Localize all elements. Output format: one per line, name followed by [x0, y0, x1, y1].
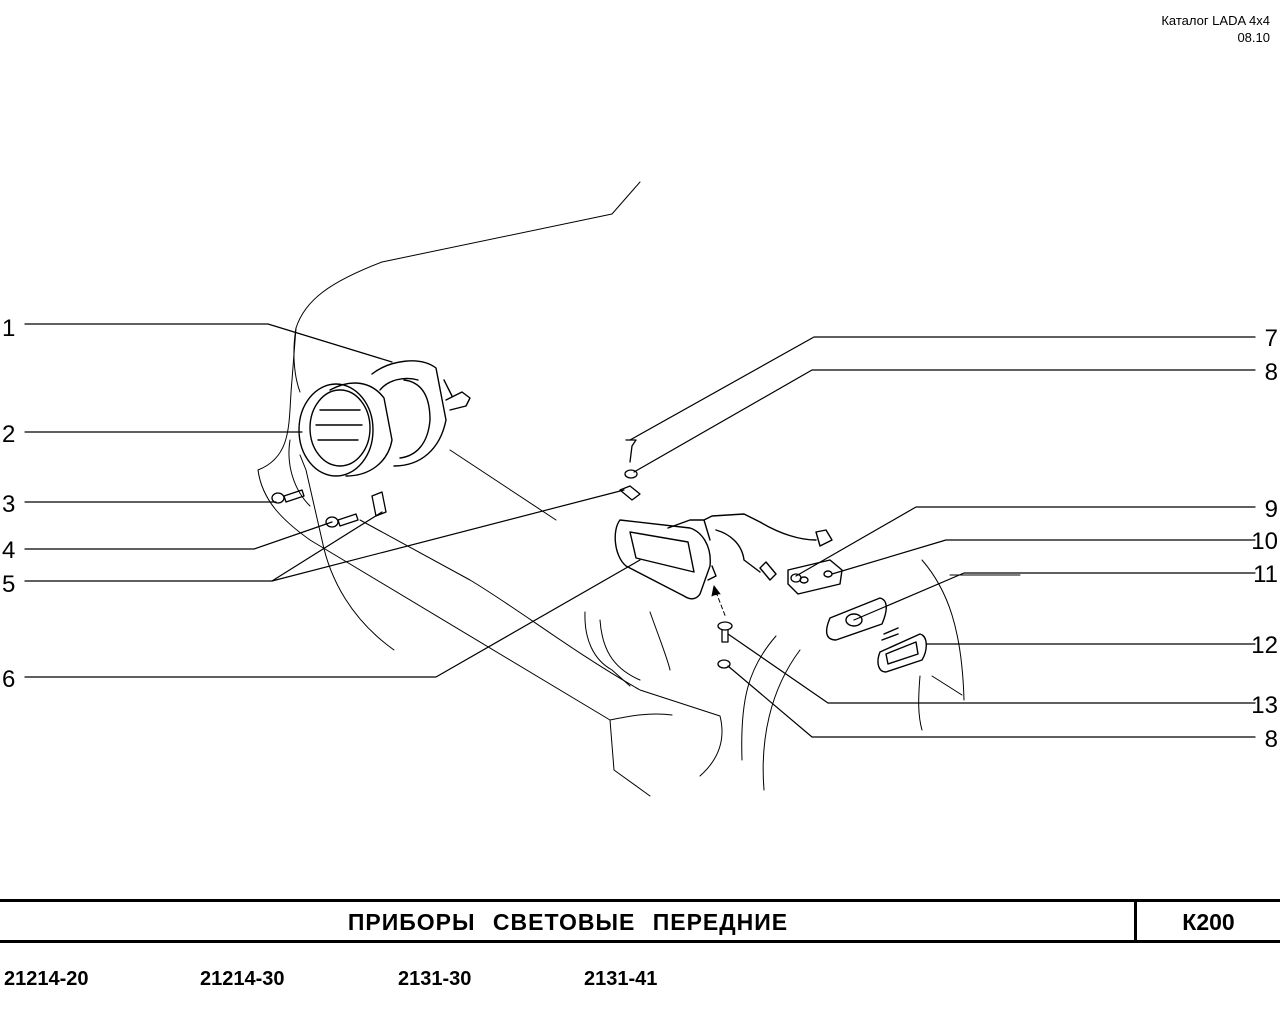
headlamp-assembly — [298, 360, 471, 477]
model-item: 2131-30 — [398, 968, 472, 990]
callout-12: 12 — [1251, 632, 1278, 659]
callout-13: 13 — [1251, 692, 1278, 719]
model-list: 21214-20 21214-30 2131-30 2131-41 — [0, 968, 1280, 998]
callout-5: 5 — [2, 571, 15, 598]
callout-10: 10 — [1251, 528, 1278, 555]
headlamp-fasteners — [271, 489, 387, 528]
catalog-header: Каталог LADA 4х4 08.10 — [1161, 12, 1270, 46]
callout-8: 8 — [1265, 359, 1278, 386]
catalog-date: 08.10 — [1237, 30, 1270, 45]
callout-1: 1 — [2, 315, 15, 342]
model-item: 21214-30 — [200, 968, 285, 990]
side-repeater-lamp — [787, 559, 927, 673]
title-divider — [1134, 902, 1137, 940]
leader-lines — [24, 323, 1256, 738]
callout-3: 3 — [2, 491, 15, 518]
section-code: К200 — [1182, 909, 1235, 935]
front-lamp-unit — [614, 513, 833, 600]
parts-diagram: 1 2 3 4 5 6 7 8 9 10 11 12 13 8 — [2, 181, 1278, 797]
model-item: 21214-20 — [4, 968, 89, 990]
callout-4: 4 — [2, 537, 15, 564]
section-title: ПРИБОРЫ СВЕТОВЫЕ ПЕРЕДНИЕ — [347, 909, 789, 935]
callout-2: 2 — [2, 421, 15, 448]
callout-9: 9 — [1265, 496, 1278, 523]
title-block: ПРИБОРЫ СВЕТОВЫЕ ПЕРЕДНИЕ К200 — [0, 899, 1280, 943]
small-fasteners — [619, 439, 802, 669]
callout-7: 7 — [1265, 325, 1278, 352]
assembly-arrow — [711, 585, 727, 619]
callout-11: 11 — [1253, 561, 1278, 588]
callout-8b: 8 — [1265, 726, 1278, 753]
catalog-name: Каталог LADA 4х4 — [1161, 13, 1270, 28]
model-item: 2131-41 — [584, 968, 658, 990]
car-body-outline — [257, 181, 1021, 797]
callout-6: 6 — [2, 666, 15, 693]
